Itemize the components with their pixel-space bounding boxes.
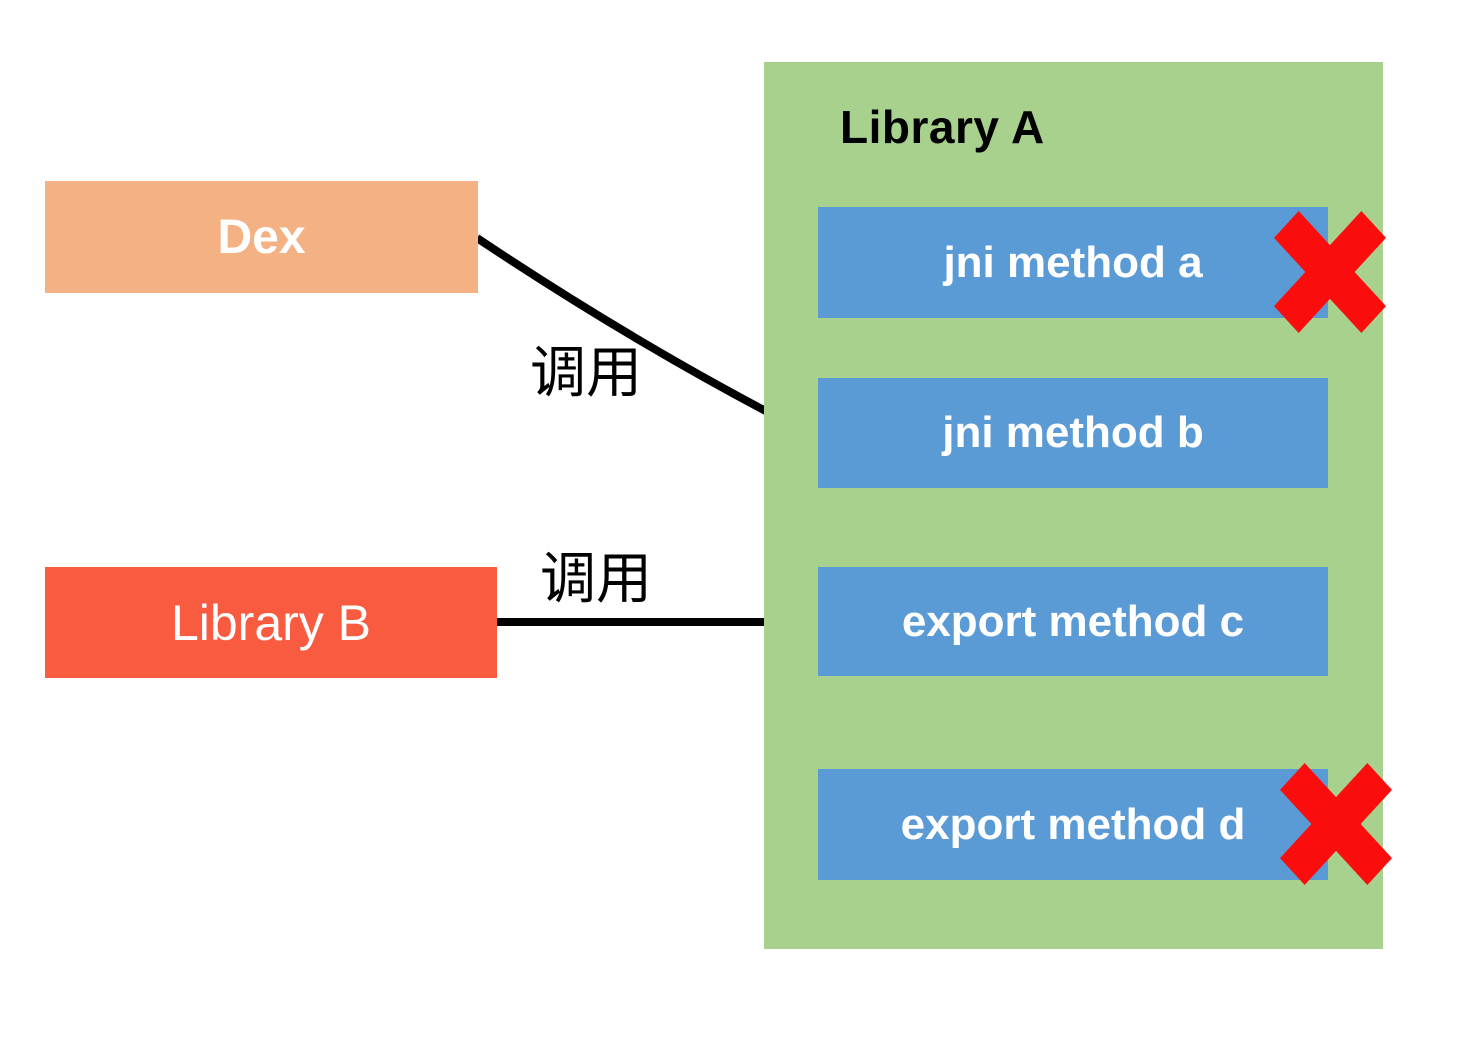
arrow-dex-to-jni-b	[474, 234, 816, 439]
x-cross-icon	[1280, 763, 1392, 885]
dex-label: Dex	[217, 210, 306, 264]
method-box-export-method-d: export method d	[818, 769, 1328, 880]
method-box-jni-method-b: jni method b	[818, 378, 1328, 488]
x-cross-icon	[1274, 211, 1386, 333]
library-a-title: Library A	[840, 101, 1045, 153]
method-label: jni method a	[943, 237, 1203, 287]
method-box-jni-method-a: jni method a	[818, 207, 1328, 318]
call-label-libb: 调用	[540, 547, 652, 612]
method-label: export method d	[900, 799, 1246, 849]
method-label: jni method b	[942, 408, 1204, 457]
method-label: export method c	[901, 596, 1245, 646]
call-label-dex: 调用	[530, 341, 642, 406]
method-box-export-method-c: export method c	[818, 567, 1328, 676]
library-b-label: Library B	[170, 594, 372, 651]
library-b-box: Library B	[45, 567, 497, 678]
dex-box: Dex	[45, 181, 478, 293]
